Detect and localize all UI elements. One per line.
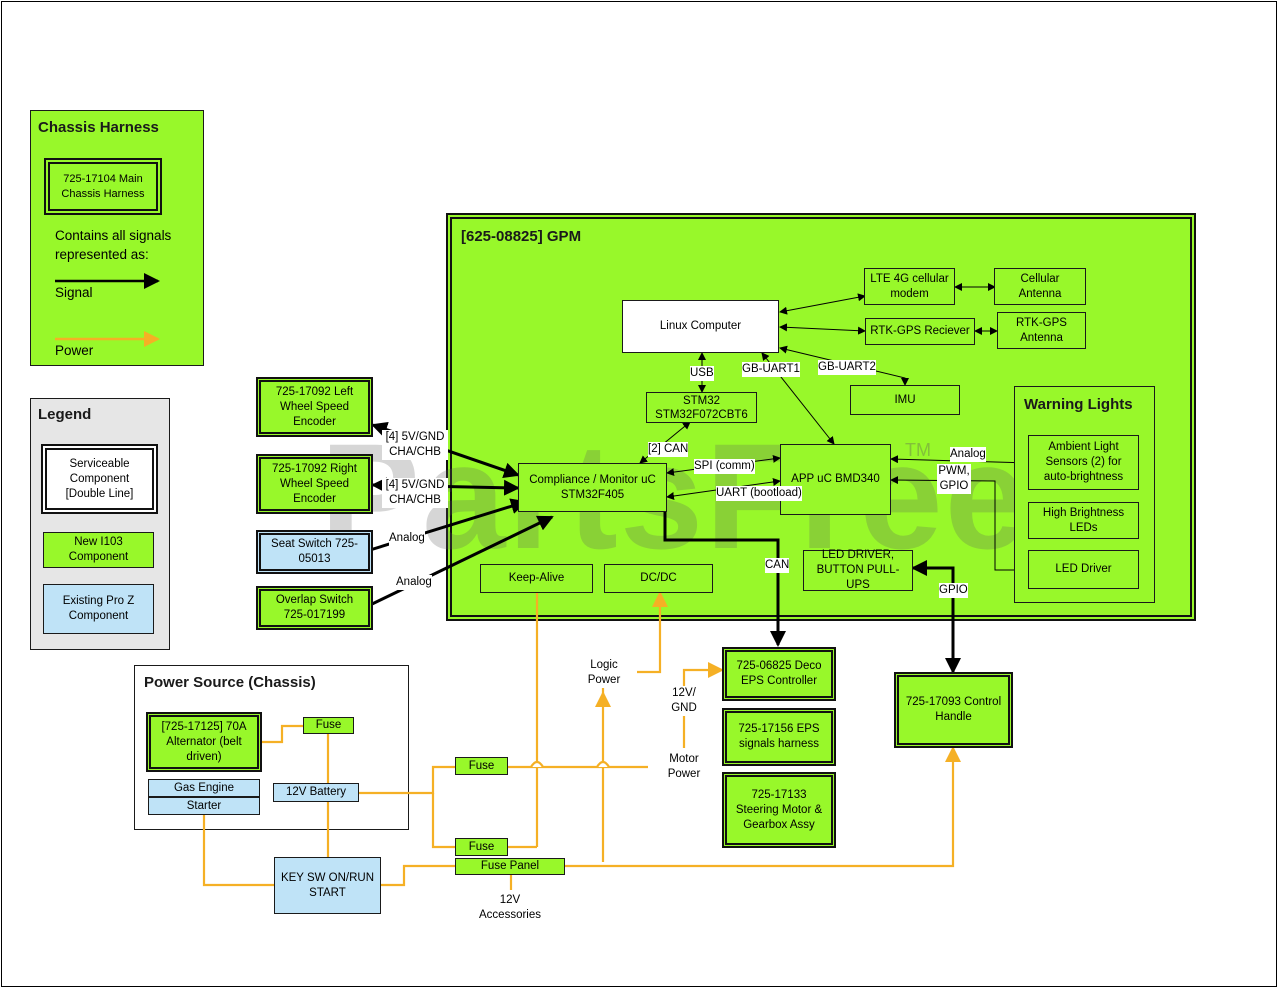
overlap-switch: Overlap Switch 725-017199: [256, 586, 373, 630]
left-wheel-encoder: 725-17092 Left Wheel Speed Encoder: [256, 377, 373, 437]
legend-serviceable: Serviceable Component [Double Line]: [41, 444, 158, 514]
imu: IMU: [850, 385, 960, 415]
label-usb: USB: [690, 366, 714, 381]
right-wheel-encoder: 725-17092 Right Wheel Speed Encoder: [256, 454, 373, 514]
warning-lights-title: Warning Lights: [1024, 396, 1133, 413]
cellular-antenna: Cellular Antenna: [994, 268, 1086, 305]
label-encoder-left: [4] 5V/GND CHA/CHB: [382, 430, 448, 460]
label-gb-uart1: GB-UART1: [742, 362, 800, 377]
ambient-light-sensors: Ambient Light Sensors (2) for auto-brigh…: [1028, 435, 1139, 490]
high-brightness-leds: High Brightness LEDs: [1028, 502, 1139, 539]
keep-alive: Keep-Alive: [480, 564, 593, 593]
label-analog-overlap: Analog: [396, 575, 432, 590]
label-gpio-handle: GPIO: [939, 583, 968, 598]
compliance-monitor-uc: Compliance / Monitor uC STM32F405: [518, 463, 667, 512]
label-gb-uart2: GB-UART2: [818, 360, 876, 375]
label-logic-power: Logic Power: [584, 658, 624, 688]
label-uart-bootload: UART (bootload): [716, 486, 802, 501]
legend-new-component: New I103 Component: [43, 532, 154, 568]
alternator: [725-17125] 70A Alternator (belt driven): [146, 712, 262, 772]
key-switch: KEY SW ON/RUN START: [274, 857, 381, 914]
label-analog-warning: Analog: [950, 447, 986, 462]
power-source-title: Power Source (Chassis): [144, 674, 316, 691]
led-driver: LED Driver: [1028, 550, 1139, 589]
eps-controller: 725-06825 Deco EPS Controller: [722, 647, 836, 701]
legend-existing-component: Existing Pro Z Component: [43, 584, 154, 634]
label-12v-gnd: 12V/ GND: [668, 686, 700, 716]
rtk-gps-receiver: RTK-GPS Reciever: [865, 318, 975, 345]
label-can-stm: [2] CAN: [648, 442, 689, 457]
harness-note: Contains all signals represented as:: [55, 228, 172, 262]
battery-12v: 12V Battery: [273, 783, 359, 802]
chassis-harness-panel: [30, 110, 204, 366]
alternator-fuse: Fuse: [303, 717, 354, 734]
linux-computer: Linux Computer: [622, 300, 779, 353]
label-can-eps: CAN: [765, 558, 790, 573]
legend-title: Legend: [38, 406, 92, 423]
wire-bridge: [596, 760, 610, 768]
lte-modem: LTE 4G cellular modem: [864, 268, 955, 305]
fuse-upper: Fuse: [455, 757, 508, 775]
watermark-tm: TM: [905, 440, 931, 460]
gas-engine: Gas Engine: [148, 779, 260, 797]
gpm-title: [625-08825] GPM: [461, 228, 582, 245]
starter: Starter: [148, 797, 260, 815]
power-legend-label: Power: [55, 343, 94, 358]
control-handle: 725-17093 Control Handle: [894, 672, 1013, 748]
label-accessories: 12V Accessories: [478, 893, 542, 923]
fuse-lower: Fuse: [455, 838, 508, 856]
wire-bridge: [530, 760, 544, 768]
label-analog-seat: Analog: [389, 531, 425, 546]
led-driver-button-pullups: LED DRIVER, BUTTON PULL-UPS: [803, 549, 913, 591]
seat-switch: Seat Switch 725-05013: [256, 530, 373, 574]
power-wires: [202, 591, 961, 890]
eps-signals-harness: 725-17156 EPS signals harness: [722, 708, 836, 766]
label-pwm-gpio: PWM, GPIO: [937, 464, 971, 494]
steering-motor-gearbox: 725-17133 Steering Motor & Gearbox Assy: [722, 772, 836, 848]
stm32-coprocessor: STM32 STM32F072CBT6: [646, 392, 757, 423]
app-uc: APP uC BMD340: [780, 444, 891, 515]
dc-dc-converter: DC/DC: [604, 564, 713, 593]
label-motor-power: Motor Power: [664, 752, 704, 782]
main-harness-box: 725-17104 Main Chassis Harness: [44, 158, 162, 215]
fuse-panel: Fuse Panel: [455, 858, 565, 875]
label-encoder-right: [4] 5V/GND CHA/CHB: [382, 478, 448, 508]
signal-legend-label: Signal: [55, 285, 93, 300]
rtk-gps-antenna: RTK-GPS Antenna: [997, 312, 1086, 349]
label-spi: SPI (comm): [694, 459, 755, 474]
chassis-harness-title: Chassis Harness: [38, 119, 159, 136]
